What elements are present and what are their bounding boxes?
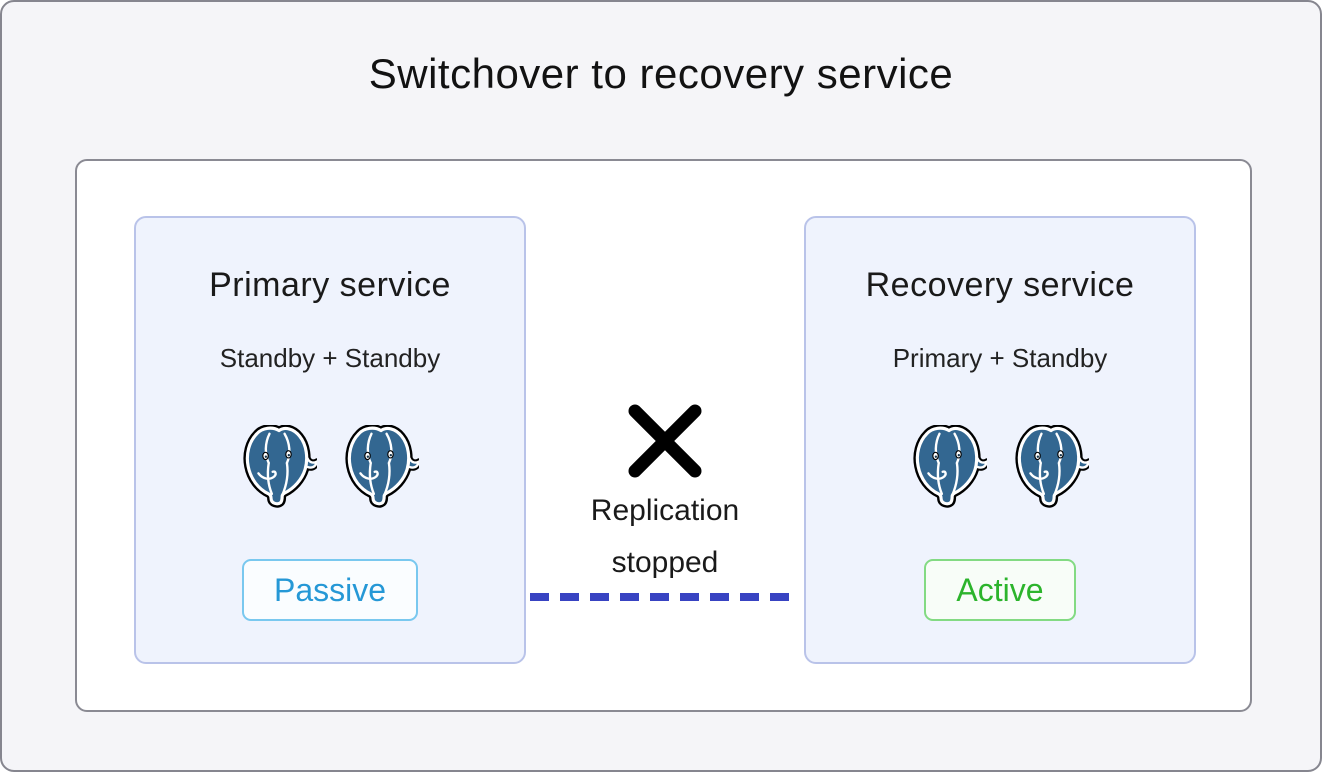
service-name: Recovery service	[865, 266, 1135, 304]
replication-stopped-x-icon	[628, 404, 702, 478]
postgresql-elephant-icon	[243, 425, 317, 508]
postgresql-elephant-icon	[1015, 425, 1089, 508]
diagram-title: Switchover to recovery service	[368, 50, 954, 97]
postgresql-elephant-icon	[913, 425, 987, 508]
service-composition: Standby + Standby	[219, 343, 441, 373]
service-card-primary: Primary service Standby + Standby	[134, 216, 526, 664]
connector-label: Replication stopped	[590, 494, 740, 579]
service-name: Primary service	[209, 266, 451, 304]
status-badge-active: Active	[924, 559, 1076, 621]
database-nodes	[911, 425, 1089, 509]
database-nodes	[241, 425, 419, 509]
postgresql-elephant-icon	[345, 425, 419, 508]
diagram-panel: Primary service Standby + Standby	[75, 159, 1252, 712]
service-composition: Primary + Standby	[892, 343, 1108, 373]
status-badge-passive: Passive	[241, 559, 419, 621]
replication-line	[530, 593, 800, 601]
service-card-recovery: Recovery service Primary + Standby	[804, 216, 1196, 664]
